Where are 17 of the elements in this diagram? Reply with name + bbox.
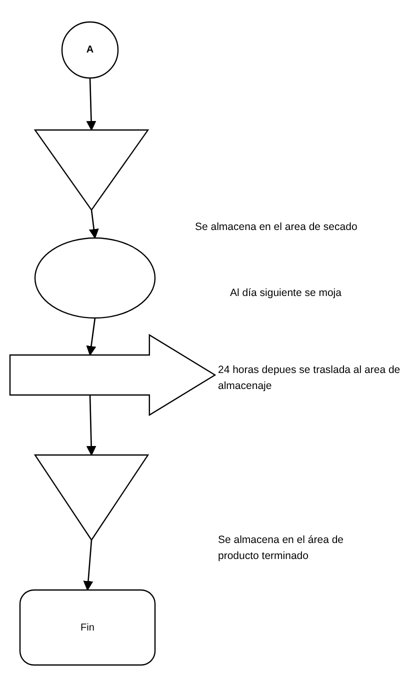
connector-circle: [62, 22, 118, 78]
transport-symbol: [10, 335, 215, 415]
step-description: Se almacena en el area de secado: [195, 220, 358, 235]
arrow: [86, 318, 96, 356]
step-description: 24 horas depues se traslada al area de almacenaje: [218, 363, 402, 394]
storage-triangle: [35, 130, 148, 210]
arrow: [88, 210, 99, 239]
arrow: [86, 394, 96, 456]
node-label: A: [86, 44, 94, 56]
node-label: Fin: [80, 622, 94, 633]
arrow: [86, 78, 96, 131]
terminal-box: [20, 590, 155, 665]
step-description: Se almacena en el área de producto terminado: [218, 533, 345, 564]
storage-triangle: [35, 455, 148, 540]
operation-ellipse: [35, 238, 155, 318]
step-description: Al día siguiente se moja: [230, 286, 342, 301]
arrow: [83, 540, 94, 591]
